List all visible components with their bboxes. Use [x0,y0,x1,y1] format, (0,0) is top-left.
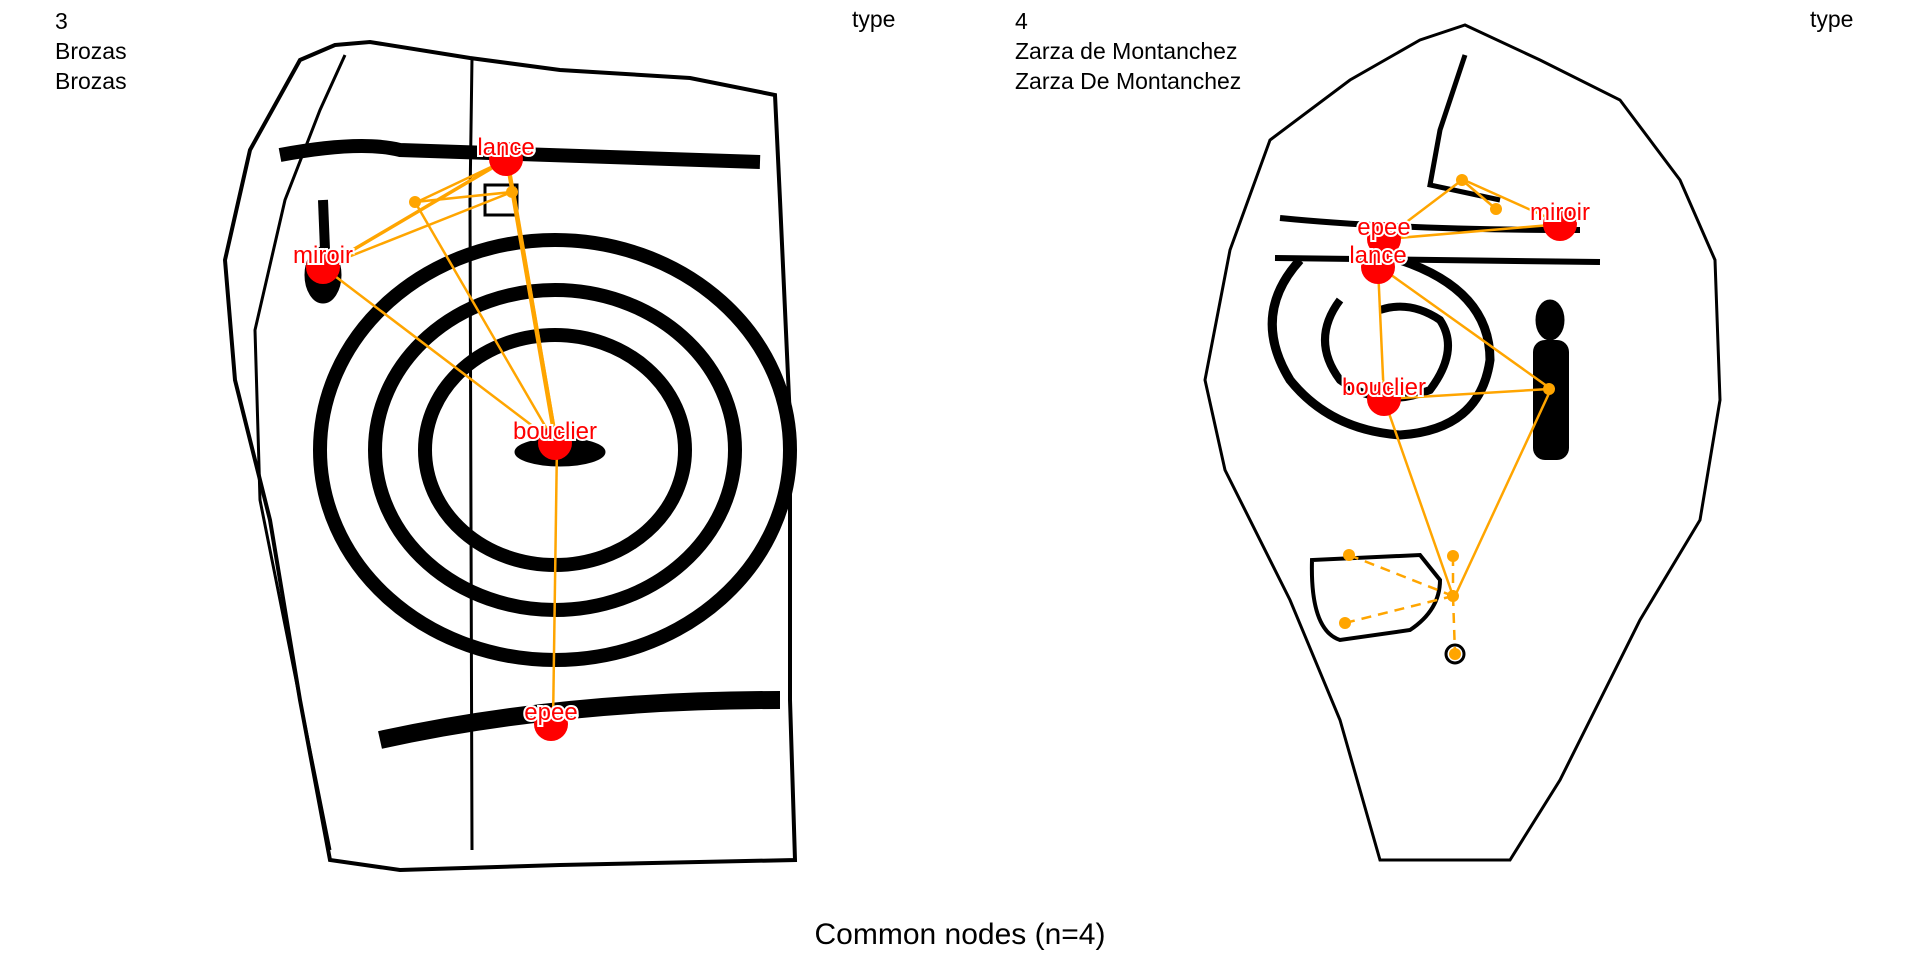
graph-node-minor [1543,383,1555,395]
graph-node-minor [1339,617,1351,629]
graph-node-minor [1449,648,1461,660]
graph-edge [1383,387,1550,401]
common-node-miroir [306,250,340,284]
legend-type-label: type [852,6,896,32]
graph-node-minor [506,186,518,198]
graph-edge [414,190,513,204]
stele-drawing-brozas [222,39,798,873]
graph-edge [1453,388,1553,597]
graph-edge [322,190,513,269]
common-node-bouclier [1367,382,1401,416]
graph-nodes: lance miroir bouclier epee epee miroir lance bo… [291,132,1592,741]
site-name-alt: Brozas [55,68,127,94]
graph-edge [1348,553,1454,598]
graph-node-minor [1456,174,1468,186]
common-node-bouclier [538,426,572,460]
node-label: bouclier [513,418,597,445]
node-label: epee [1357,214,1410,241]
common-node-lance [1361,250,1395,284]
graph-edge [504,158,557,444]
graph-edges [322,157,1563,725]
graph-node-minor [1447,550,1459,562]
panel-3-header: 3 Brozas Brozas [55,6,127,96]
site-name-alt: Zarza De Montanchez [1015,68,1242,94]
graph-edge [1451,595,1457,655]
graph-node-minor [1447,590,1459,602]
figure-title: Common nodes (n=4) [814,918,1106,951]
graph-node-minor [1343,549,1355,561]
common-node-epee [534,707,568,741]
node-label: bouclier [1342,374,1426,401]
common-node-lance [489,142,523,176]
graph-node-minor [1490,203,1502,215]
site-name: Zarza de Montanchez [1015,38,1238,64]
graph-edge [324,157,509,269]
panel-id: 3 [55,8,68,34]
graph-edge [322,266,556,444]
panel-4-header: 4 Zarza de Montanchez Zarza De Montanche… [1015,6,1241,96]
node-label: miroir [293,242,353,269]
graph-edge [1376,266,1386,400]
stele-drawing-zarza [1203,23,1722,862]
legend-type-label: type [1810,6,1854,32]
graph-node-minor [409,196,421,208]
common-node-miroir [1543,207,1577,241]
site-name: Brozas [55,38,127,64]
graph-edge [1344,594,1454,625]
graph-edge [413,201,557,444]
node-label: lance [477,134,534,161]
node-label: miroir [1530,199,1590,226]
panel-id: 4 [1015,8,1028,34]
graph-edge [1461,179,1497,210]
graph-edge [551,442,559,725]
graph-edge [1385,222,1563,241]
graph-edge [1379,265,1552,391]
common-node-epee [1367,222,1401,256]
graph-edge [512,191,559,444]
graph-edge [1382,398,1455,597]
node-label: epee [524,699,577,726]
node-label: lance [1349,242,1406,269]
